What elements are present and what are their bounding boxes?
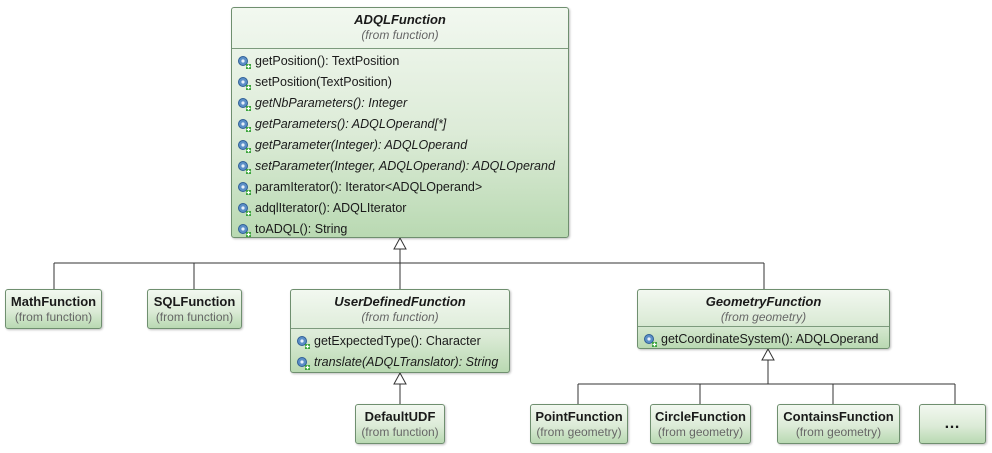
class-name: DefaultUDF xyxy=(364,409,436,424)
operation-text: adqlIterator(): ADQLIterator xyxy=(255,201,407,215)
class-defaultudf[interactable]: DefaultUDF (from function) xyxy=(355,404,445,444)
class-package: (from function) xyxy=(361,28,439,42)
generalization-arrow-userdefinedfunction xyxy=(393,371,407,385)
operation: adqlIterator(): ADQLIterator xyxy=(232,198,568,219)
class-package: (from geometry) xyxy=(536,425,622,439)
public-operation-icon xyxy=(238,223,251,237)
class-name: ContainsFunction xyxy=(783,409,894,424)
public-operation-icon xyxy=(238,97,251,111)
class-more-ellipsis[interactable]: … xyxy=(919,404,986,444)
public-operation-icon xyxy=(297,356,310,370)
public-operation-icon xyxy=(297,335,310,349)
operation: setPosition(TextPosition) xyxy=(232,72,568,93)
class-adqlfunction[interactable]: ADQLFunction (from function) getPosition… xyxy=(231,7,569,238)
class-name: SQLFunction xyxy=(153,294,236,309)
operation: getParameter(Integer): ADQLOperand xyxy=(232,135,568,156)
public-operation-icon xyxy=(644,333,657,347)
public-operation-icon xyxy=(238,139,251,153)
class-circlefunction[interactable]: CircleFunction (from geometry) xyxy=(650,404,751,444)
class-name: CircleFunction xyxy=(654,409,746,424)
operation-text: getNbParameters(): Integer xyxy=(255,96,408,110)
class-package: (from geometry) xyxy=(657,425,744,439)
operation: getExpectedType(): Character xyxy=(291,331,509,352)
public-operation-icon xyxy=(238,76,251,90)
public-operation-icon xyxy=(238,55,251,69)
ellipsis-label: … xyxy=(944,415,961,432)
operation: getNbParameters(): Integer xyxy=(232,93,568,114)
operations-compartment: getPosition(): TextPosition setPosition(… xyxy=(232,48,568,237)
class-name: MathFunction xyxy=(10,294,97,309)
operation: getPosition(): TextPosition xyxy=(232,51,568,72)
operations-compartment: getCoordinateSystem(): ADQLOperand xyxy=(638,326,889,348)
generalization-arrow-geometryfunction xyxy=(761,347,775,361)
public-operation-icon xyxy=(238,118,251,132)
operation: translate(ADQLTranslator): String xyxy=(291,352,509,372)
operation-text: setParameter(Integer, ADQLOperand): ADQL… xyxy=(255,159,555,173)
operation-text: paramIterator(): Iterator<ADQLOperand> xyxy=(255,180,483,194)
public-operation-icon xyxy=(238,202,251,216)
class-package: (from function) xyxy=(14,310,93,324)
operation-text: setPosition(TextPosition) xyxy=(255,75,392,89)
class-name: ADQLFunction xyxy=(354,12,446,27)
operation-text: translate(ADQLTranslator): String xyxy=(314,355,499,369)
operation-text: getParameters(): ADQLOperand[*] xyxy=(255,117,447,131)
class-pointfunction[interactable]: PointFunction (from geometry) xyxy=(530,404,628,444)
operations-compartment: getExpectedType(): Character translate(A… xyxy=(291,328,509,372)
class-name: PointFunction xyxy=(535,409,623,424)
class-package: (from function) xyxy=(361,425,439,439)
class-package: (from geometry) xyxy=(720,310,807,324)
public-operation-icon xyxy=(238,160,251,174)
operation-text: getExpectedType(): Character xyxy=(314,334,481,348)
class-sqlfunction[interactable]: SQLFunction (from function) xyxy=(147,289,242,329)
class-package: (from geometry) xyxy=(795,425,882,439)
operation: getCoordinateSystem(): ADQLOperand xyxy=(638,329,889,348)
class-name: UserDefinedFunction xyxy=(334,294,466,309)
class-package: (from function) xyxy=(361,310,439,324)
generalization-arrow-adqlfunction xyxy=(393,236,407,250)
operation-text: getParameter(Integer): ADQLOperand xyxy=(255,138,468,152)
operation: setParameter(Integer, ADQLOperand): ADQL… xyxy=(232,156,568,177)
class-package: (from function) xyxy=(155,310,234,324)
operation: paramIterator(): Iterator<ADQLOperand> xyxy=(232,177,568,198)
public-operation-icon xyxy=(238,181,251,195)
class-containsfunction[interactable]: ContainsFunction (from geometry) xyxy=(777,404,900,444)
operation-text: toADQL(): String xyxy=(255,222,348,236)
class-mathfunction[interactable]: MathFunction (from function) xyxy=(5,289,102,329)
operation-text: getPosition(): TextPosition xyxy=(255,54,400,68)
operation: getParameters(): ADQLOperand[*] xyxy=(232,114,568,135)
operation: toADQL(): String xyxy=(232,219,568,237)
class-geometryfunction[interactable]: GeometryFunction (from geometry) getCoor… xyxy=(637,289,890,349)
class-name: GeometryFunction xyxy=(705,294,822,309)
operation-text: getCoordinateSystem(): ADQLOperand xyxy=(661,332,879,346)
class-userdefinedfunction[interactable]: UserDefinedFunction (from function) getE… xyxy=(290,289,510,373)
